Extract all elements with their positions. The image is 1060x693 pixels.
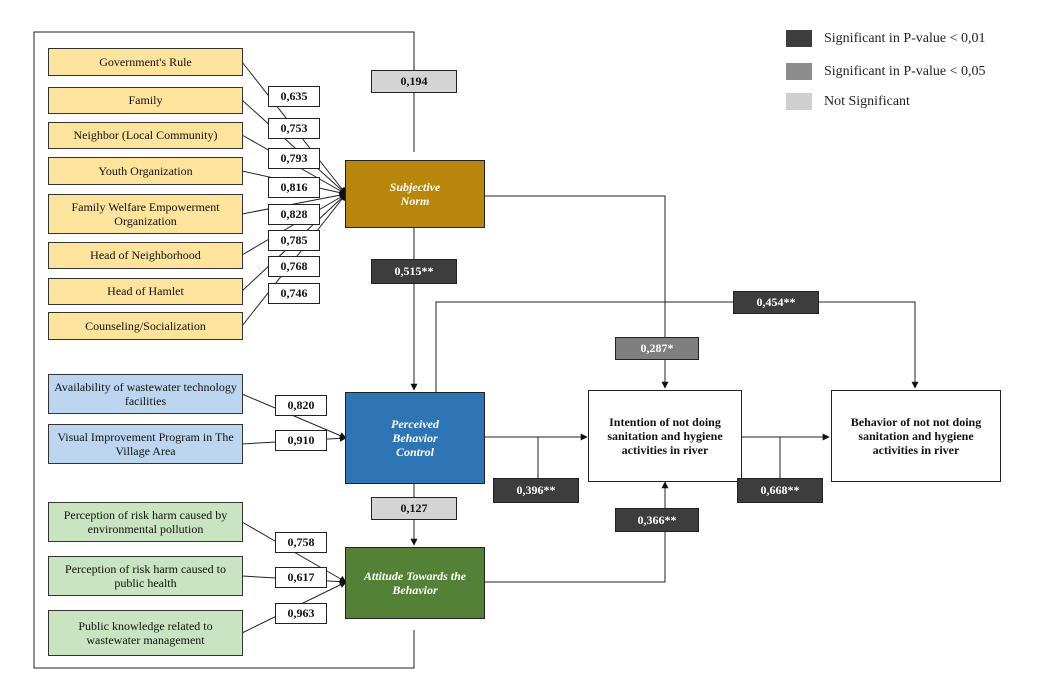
construct-perceived-behavior-control: Perceived Behavior Control [345,392,485,484]
indicator-counseling: Counseling/Socialization [48,312,243,340]
construct-behavior: Behavior of not not doing sanitation and… [831,390,1001,482]
path-coef-sn-to-pbc: 0,515** [371,259,457,284]
indicator-head-hamlet: Head of Hamlet [48,278,243,305]
indicator-youth-org: Youth Organization [48,157,243,185]
legend-label: Not Significant [824,93,910,109]
indicator-head-neighborhood: Head of Neighborhood [48,242,243,269]
loading-risk-health: 0,617 [275,567,327,588]
path-coef-attitude-to-intention: 0,366** [615,508,699,532]
loading-head-neighborhood: 0,785 [268,230,320,251]
loading-family: 0,753 [268,118,320,139]
legend-swatch-mid [786,63,812,80]
path-coef-outer-to-sn: 0,194 [371,70,457,93]
indicator-visual-program: Visual Improvement Program in The Villag… [48,424,243,464]
outer-frame [33,31,415,669]
line-wastewater-tech [241,393,347,439]
legend-item-not-significant: Not Significant [786,93,910,110]
indicator-public-knowledge: Public knowledge related to wastewater m… [48,610,243,656]
loading-neighbor: 0,793 [268,148,320,169]
path-coef-sn-to-intention: 0,287* [615,337,699,360]
indicator-wastewater-tech: Availability of wastewater technology fa… [48,374,243,414]
indicator-risk-env: Perception of risk harm caused by enviro… [48,502,243,542]
legend-label: Significant in P-value < 0,05 [824,63,986,79]
loading-public-knowledge: 0,963 [275,603,327,624]
construct-subjective-norm: Subjective Norm [345,160,485,228]
legend-item-p001: Significant in P-value < 0,01 [786,30,986,47]
line-sn-to-intention [484,195,669,389]
path-coef-pbc-to-attitude: 0,127 [371,497,457,520]
path-coef-intention-to-behavior: 0,668** [737,478,823,503]
legend-swatch-dark [786,30,812,47]
construct-intention: Intention of not doing sanitation and hy… [588,390,742,482]
loading-youth-org: 0,816 [268,177,320,198]
indicator-neighbor: Neighbor (Local Community) [48,122,243,149]
indicator-family-welfare: Family Welfare Empowerment Organization [48,194,243,234]
legend-swatch-light [786,93,812,110]
line-pbc-to-behavior [435,301,919,392]
construct-attitude: Attitude Towards the Behavior [345,547,485,619]
loading-risk-env: 0,758 [275,532,327,553]
loading-wastewater-tech: 0,820 [275,395,327,416]
path-coef-pbc-to-behavior: 0,454** [733,291,819,314]
loading-government-rule: 0,635 [268,86,320,107]
legend-label: Significant in P-value < 0,01 [824,30,986,46]
loading-family-welfare: 0,828 [268,204,320,225]
loading-counseling: 0,746 [268,283,320,304]
path-coef-pbc-to-intention: 0,396** [493,478,579,503]
loading-visual-program: 0,910 [275,430,327,451]
indicator-government-rule: Government's Rule [48,48,243,76]
legend-item-p005: Significant in P-value < 0,05 [786,63,986,80]
line-family [241,99,347,195]
loading-head-hamlet: 0,768 [268,256,320,277]
indicator-risk-health: Perception of risk harm caused to public… [48,556,243,596]
indicator-family: Family [48,87,243,114]
